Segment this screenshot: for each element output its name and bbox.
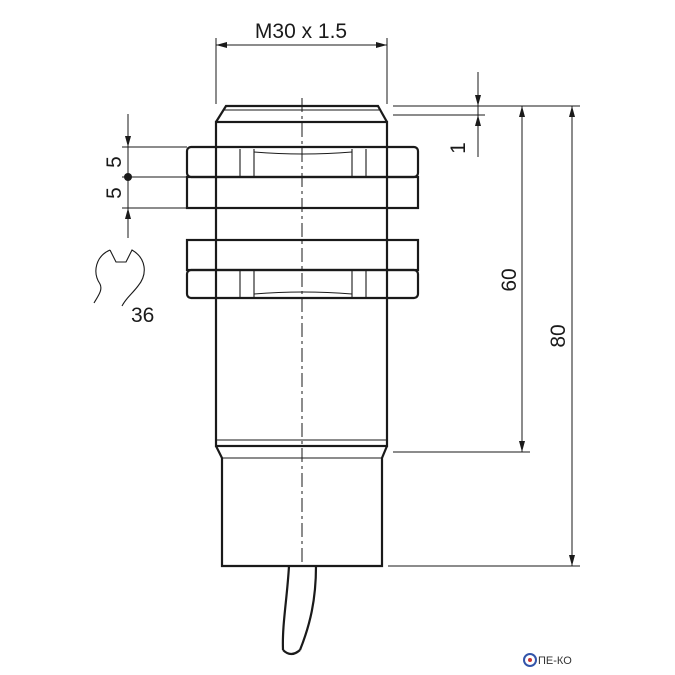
nut-height-bottom-label: 5 <box>103 187 126 199</box>
thread-length-label: 60 <box>498 268 521 291</box>
face-offset-label: 1 <box>447 142 470 154</box>
thread-dimension: M30 x 1.5 <box>215 20 388 104</box>
wrench-icon <box>93 249 145 307</box>
wrench-size-label: 36 <box>131 304 154 327</box>
total-length-label: 80 <box>547 324 570 347</box>
nut-height-dimension: 5 5 <box>103 114 187 238</box>
logo-text: ПЕ-КО <box>538 655 572 667</box>
logo-gear-icon <box>523 653 537 667</box>
cable <box>281 565 318 656</box>
total-length-dimension: 80 <box>388 106 580 567</box>
thread-label: M30 x 1.5 <box>255 20 347 43</box>
thread-length-dimension: 60 <box>393 105 580 453</box>
face-offset-dimension: 1 <box>393 72 485 157</box>
nut-height-top-label: 5 <box>103 156 126 168</box>
brand-logo: ПЕ-КО <box>523 653 572 667</box>
